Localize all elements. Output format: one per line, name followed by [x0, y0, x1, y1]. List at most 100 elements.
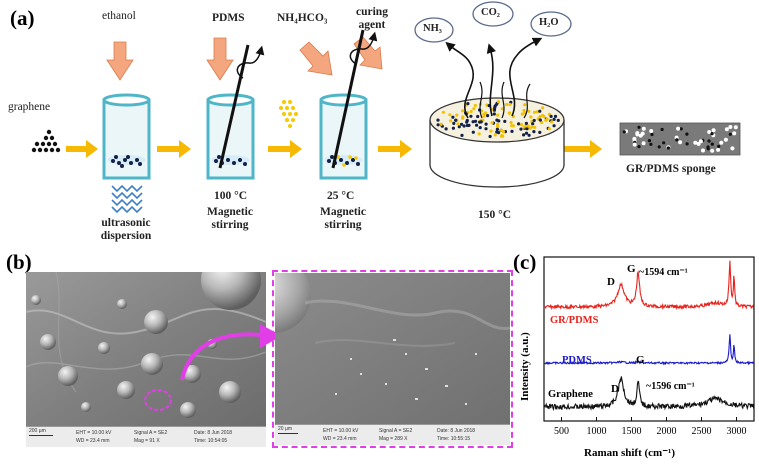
sponge-pore	[728, 125, 733, 129]
sem-info-bar-right: 20 µm EHT = 10.00 kV WD = 23.4 mm Signal…	[275, 424, 510, 445]
dish-particle	[461, 109, 465, 113]
sponge-pore	[676, 126, 681, 131]
graphene-powder	[31, 129, 61, 153]
dish-particle	[541, 106, 545, 110]
dish-particle	[552, 117, 556, 121]
dish-particle	[460, 133, 464, 137]
dish-particle	[456, 122, 460, 126]
dish-particle	[493, 133, 497, 137]
panel-b-label: (b)	[6, 250, 32, 274]
dish-particle	[495, 130, 499, 134]
dish-particle	[466, 102, 470, 106]
sponge-pore	[710, 132, 714, 136]
sponge-pore	[710, 142, 714, 146]
dish-particle	[493, 104, 497, 108]
dish-particle	[505, 102, 509, 107]
sponge-pore	[707, 139, 711, 143]
dish-particle	[471, 120, 475, 124]
dish-particle	[462, 124, 466, 128]
sponge-pore	[660, 127, 664, 132]
peak-d-top: D	[607, 276, 615, 288]
dish-particle	[495, 127, 499, 131]
dish-particle	[484, 122, 488, 126]
sponge-pore	[635, 132, 640, 137]
peak-g-top: G	[627, 263, 636, 275]
zoom-arrow	[180, 324, 282, 381]
sponge-pore	[637, 125, 641, 129]
sponge-pore	[710, 148, 715, 153]
dish-particle	[501, 134, 505, 138]
dish-particle	[550, 120, 554, 124]
nh4hco3-particles	[279, 100, 298, 128]
dish-particle	[527, 109, 531, 113]
sponge-pore	[698, 139, 703, 144]
sponge-pore	[733, 125, 738, 130]
dish-particle	[477, 132, 481, 136]
dish-particle	[538, 115, 542, 119]
dish-particle	[540, 120, 544, 125]
series-label-pdms: PDMS	[562, 355, 592, 366]
dish-particle	[552, 124, 556, 128]
dish-particle	[538, 118, 542, 122]
dish-particle	[500, 107, 504, 111]
y-axis-label: Intensity (a.u.)	[519, 332, 531, 401]
dish-particle	[484, 127, 488, 131]
dish-particle	[535, 110, 539, 114]
dish-particle	[469, 114, 473, 118]
dish-particle	[517, 122, 521, 126]
sponge-pore	[685, 132, 689, 136]
process-schematic	[31, 1, 741, 214]
dish-particle	[489, 129, 493, 133]
dish-particle	[533, 125, 537, 129]
step2-caption: Magnetic stirring	[207, 206, 253, 232]
dish-particle	[473, 119, 478, 123]
dish-particle	[520, 112, 524, 116]
dish-particle	[479, 120, 483, 124]
peak-g-bottom: G	[636, 354, 645, 366]
dish-particle	[485, 103, 489, 107]
dish-particle	[508, 111, 512, 115]
dish-particle	[547, 127, 552, 131]
dish-particle	[461, 116, 465, 120]
sponge-pore	[622, 130, 626, 134]
sponge-pore	[723, 137, 728, 142]
sem-info-bar-left: 200 µm EHT = 10.00 kV WD = 23.4 mm Signa…	[26, 426, 266, 447]
dish-particle	[460, 122, 464, 126]
sponge-pore	[678, 140, 683, 145]
sem-image-low-mag: 200 µm EHT = 10.00 kV WD = 23.4 mm Signa…	[26, 272, 266, 447]
dish-particle	[472, 107, 476, 111]
sponge-pore	[730, 146, 735, 151]
sponge-pore	[666, 146, 671, 150]
co2-label: CO₂	[481, 7, 500, 18]
dish-particle	[519, 127, 523, 131]
dish-particle	[452, 121, 456, 125]
sponge-pore	[724, 127, 729, 132]
x-axis-label: Raman shift (cm⁻¹)	[584, 447, 675, 459]
dish-particle	[492, 112, 496, 116]
dish-particle	[465, 123, 469, 128]
sponge-pore	[706, 147, 710, 151]
dish-particle	[527, 133, 531, 137]
sem-image-high-mag: 20 µm EHT = 10.00 kV WD = 23.4 mm Signal…	[272, 270, 513, 448]
curing-dish	[429, 37, 565, 188]
sponge-pore	[641, 141, 646, 146]
process-arrows	[66, 140, 602, 158]
sponge-pore	[662, 141, 666, 145]
ethanol-label: ethanol	[102, 10, 136, 22]
dish-particle	[556, 118, 560, 122]
curing-agent-label: curing agent	[356, 6, 388, 32]
dish-particle	[471, 130, 475, 134]
dish-particle	[532, 130, 536, 134]
dish-particle	[475, 123, 479, 127]
dish-particle	[496, 122, 500, 126]
product-label: GR/PDMS sponge	[626, 163, 716, 175]
beaker-2	[206, 44, 265, 180]
beaker-1	[102, 93, 151, 214]
sponge-pore	[716, 147, 721, 152]
dish-particle	[538, 130, 542, 134]
h2o-label: H₂O	[539, 17, 559, 28]
dish-particle	[530, 125, 534, 129]
nh3-label: NH₃	[423, 23, 442, 34]
sponge-pore	[719, 140, 724, 145]
sponge-pore	[641, 126, 646, 131]
